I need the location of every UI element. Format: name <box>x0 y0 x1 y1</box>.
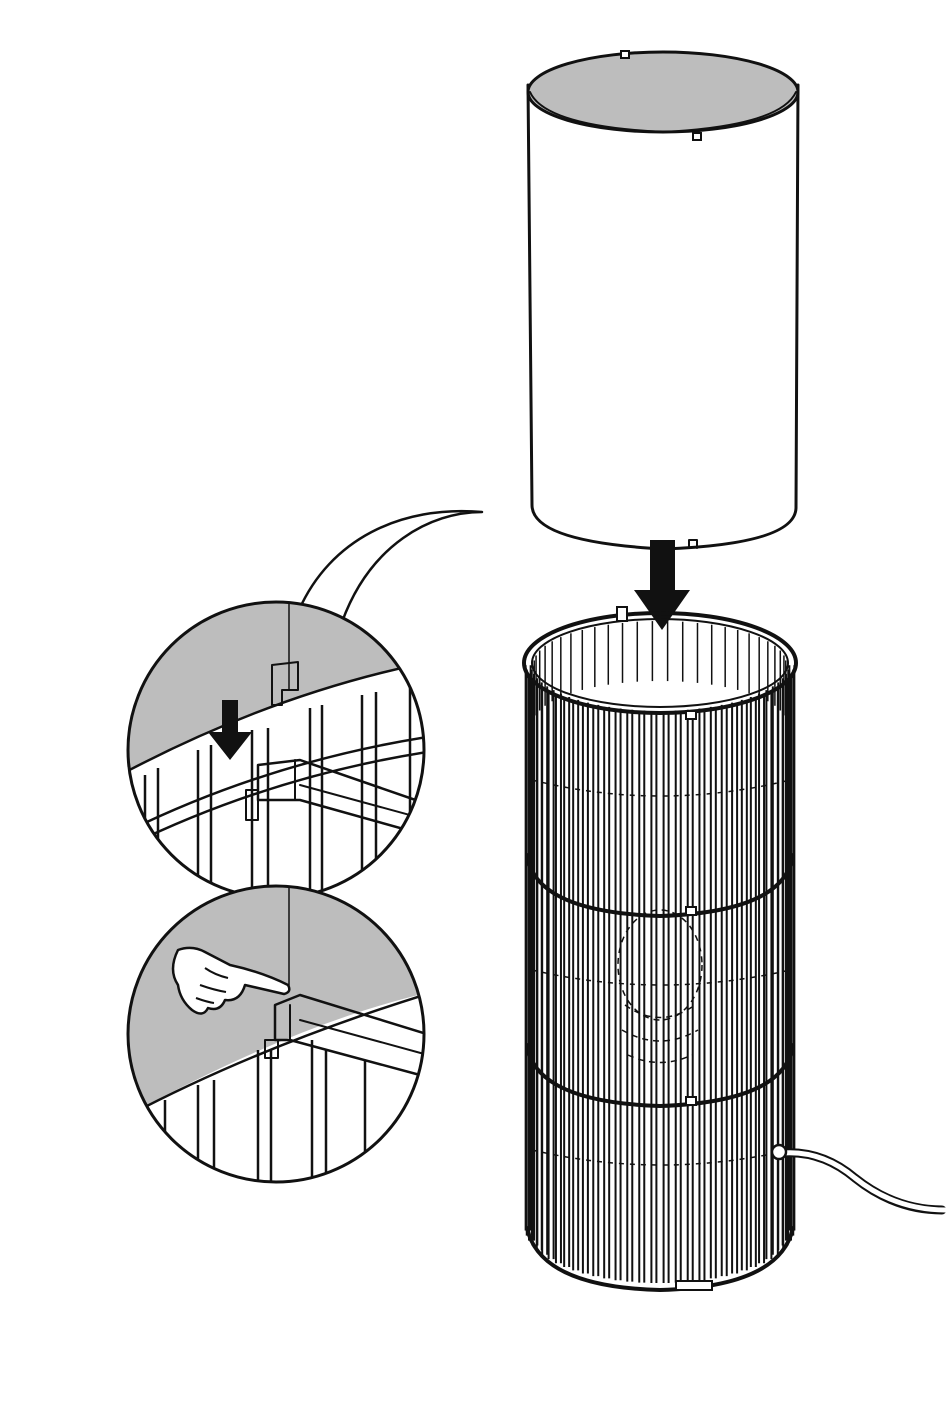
cage-top-rim <box>524 613 796 713</box>
cage-inner-bulb <box>618 910 702 1063</box>
cage-ring-lower <box>527 1045 793 1106</box>
callout-leader <box>299 511 482 622</box>
power-cord <box>772 1145 946 1210</box>
detail-slot-insert <box>120 600 440 900</box>
wire-cage <box>524 607 796 1290</box>
shade-front-slot <box>693 133 701 140</box>
shade-top-slot <box>621 51 629 58</box>
cage-bars <box>526 621 795 1283</box>
shade-cylinder <box>528 51 798 549</box>
down-arrow-icon <box>634 540 690 630</box>
detail-press-tab <box>120 880 440 1190</box>
cage-bottom-rim <box>527 1228 793 1290</box>
shade-top-rim <box>528 52 798 132</box>
cord-grommet <box>772 1145 786 1159</box>
cage-ring-upper <box>527 855 793 916</box>
